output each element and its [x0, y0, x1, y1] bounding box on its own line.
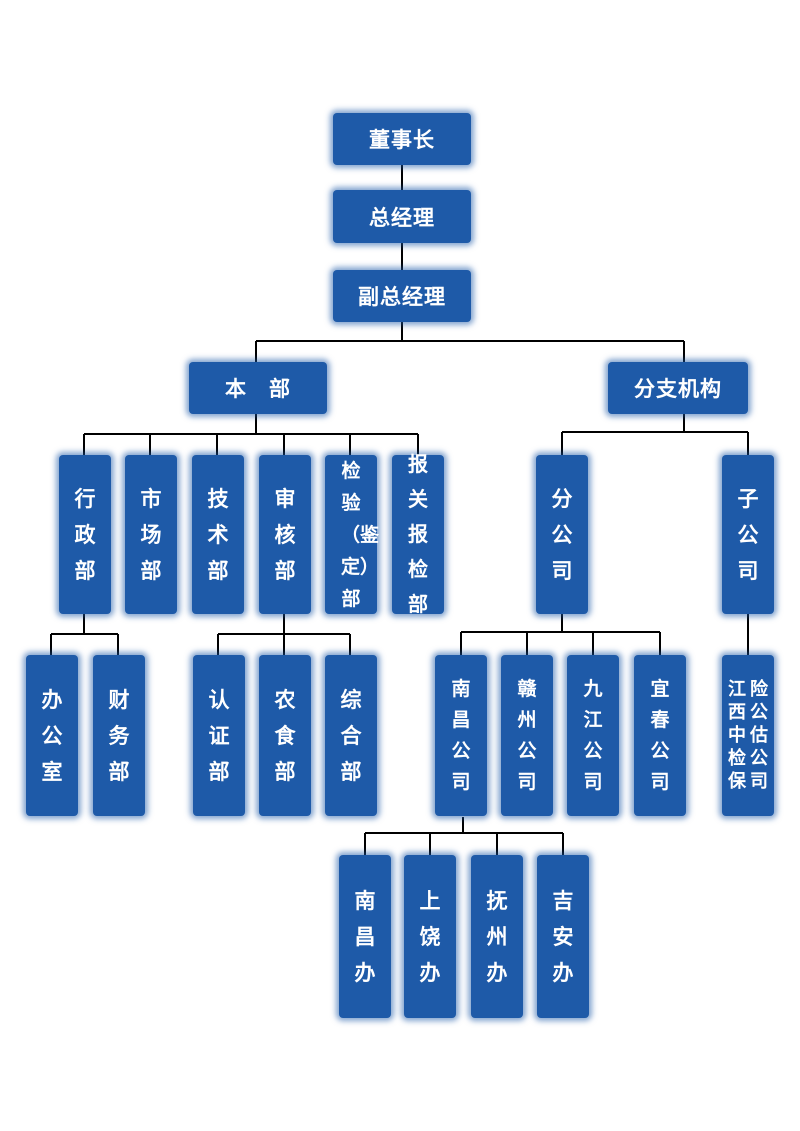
deputy-general-manager-box: 副总经理 — [333, 270, 471, 322]
dept-marketing: 市场部 — [125, 455, 177, 614]
dept-inspection: 检验（鉴定）部 — [325, 455, 379, 614]
subsidiary-company-box: 江西中检保 险公估公司 — [722, 655, 774, 816]
subsidiary-box: 子公司 — [722, 455, 774, 614]
office-nanchang-company: 南昌公司 — [435, 655, 487, 816]
office-yichun-company: 宜春公司 — [634, 655, 686, 816]
office-ganzhou-company: 赣州公司 — [501, 655, 553, 816]
sub-finance: 财务部 — [93, 655, 145, 816]
branch-company-box: 分公司 — [536, 455, 588, 614]
headquarters-box: 本 部 — [189, 362, 327, 414]
sub-general: 综合部 — [325, 655, 377, 816]
sub-certification: 认证部 — [193, 655, 245, 816]
office-fuzhou: 抚州办 — [471, 855, 523, 1018]
office-jiujiang-company: 九江公司 — [567, 655, 619, 816]
chairman-box: 董事长 — [333, 113, 471, 165]
sub-agri-food: 农食部 — [259, 655, 311, 816]
dept-admin: 行政部 — [59, 455, 111, 614]
subsidiary-company-col-right: 险公估公司 — [750, 679, 768, 792]
office-jian: 吉安办 — [537, 855, 589, 1018]
dept-technical: 技术部 — [192, 455, 244, 614]
dept-customs: 报关报检部 — [392, 452, 444, 616]
subsidiary-company-col-left: 江西中检保 — [728, 679, 746, 792]
branches-box: 分支机构 — [608, 362, 748, 414]
general-manager-box: 总经理 — [333, 190, 471, 243]
dept-audit: 审核部 — [259, 455, 311, 614]
sub-office: 办公室 — [26, 655, 78, 816]
office-nanchang: 南昌办 — [339, 855, 391, 1018]
office-shangrao: 上饶办 — [404, 855, 456, 1018]
